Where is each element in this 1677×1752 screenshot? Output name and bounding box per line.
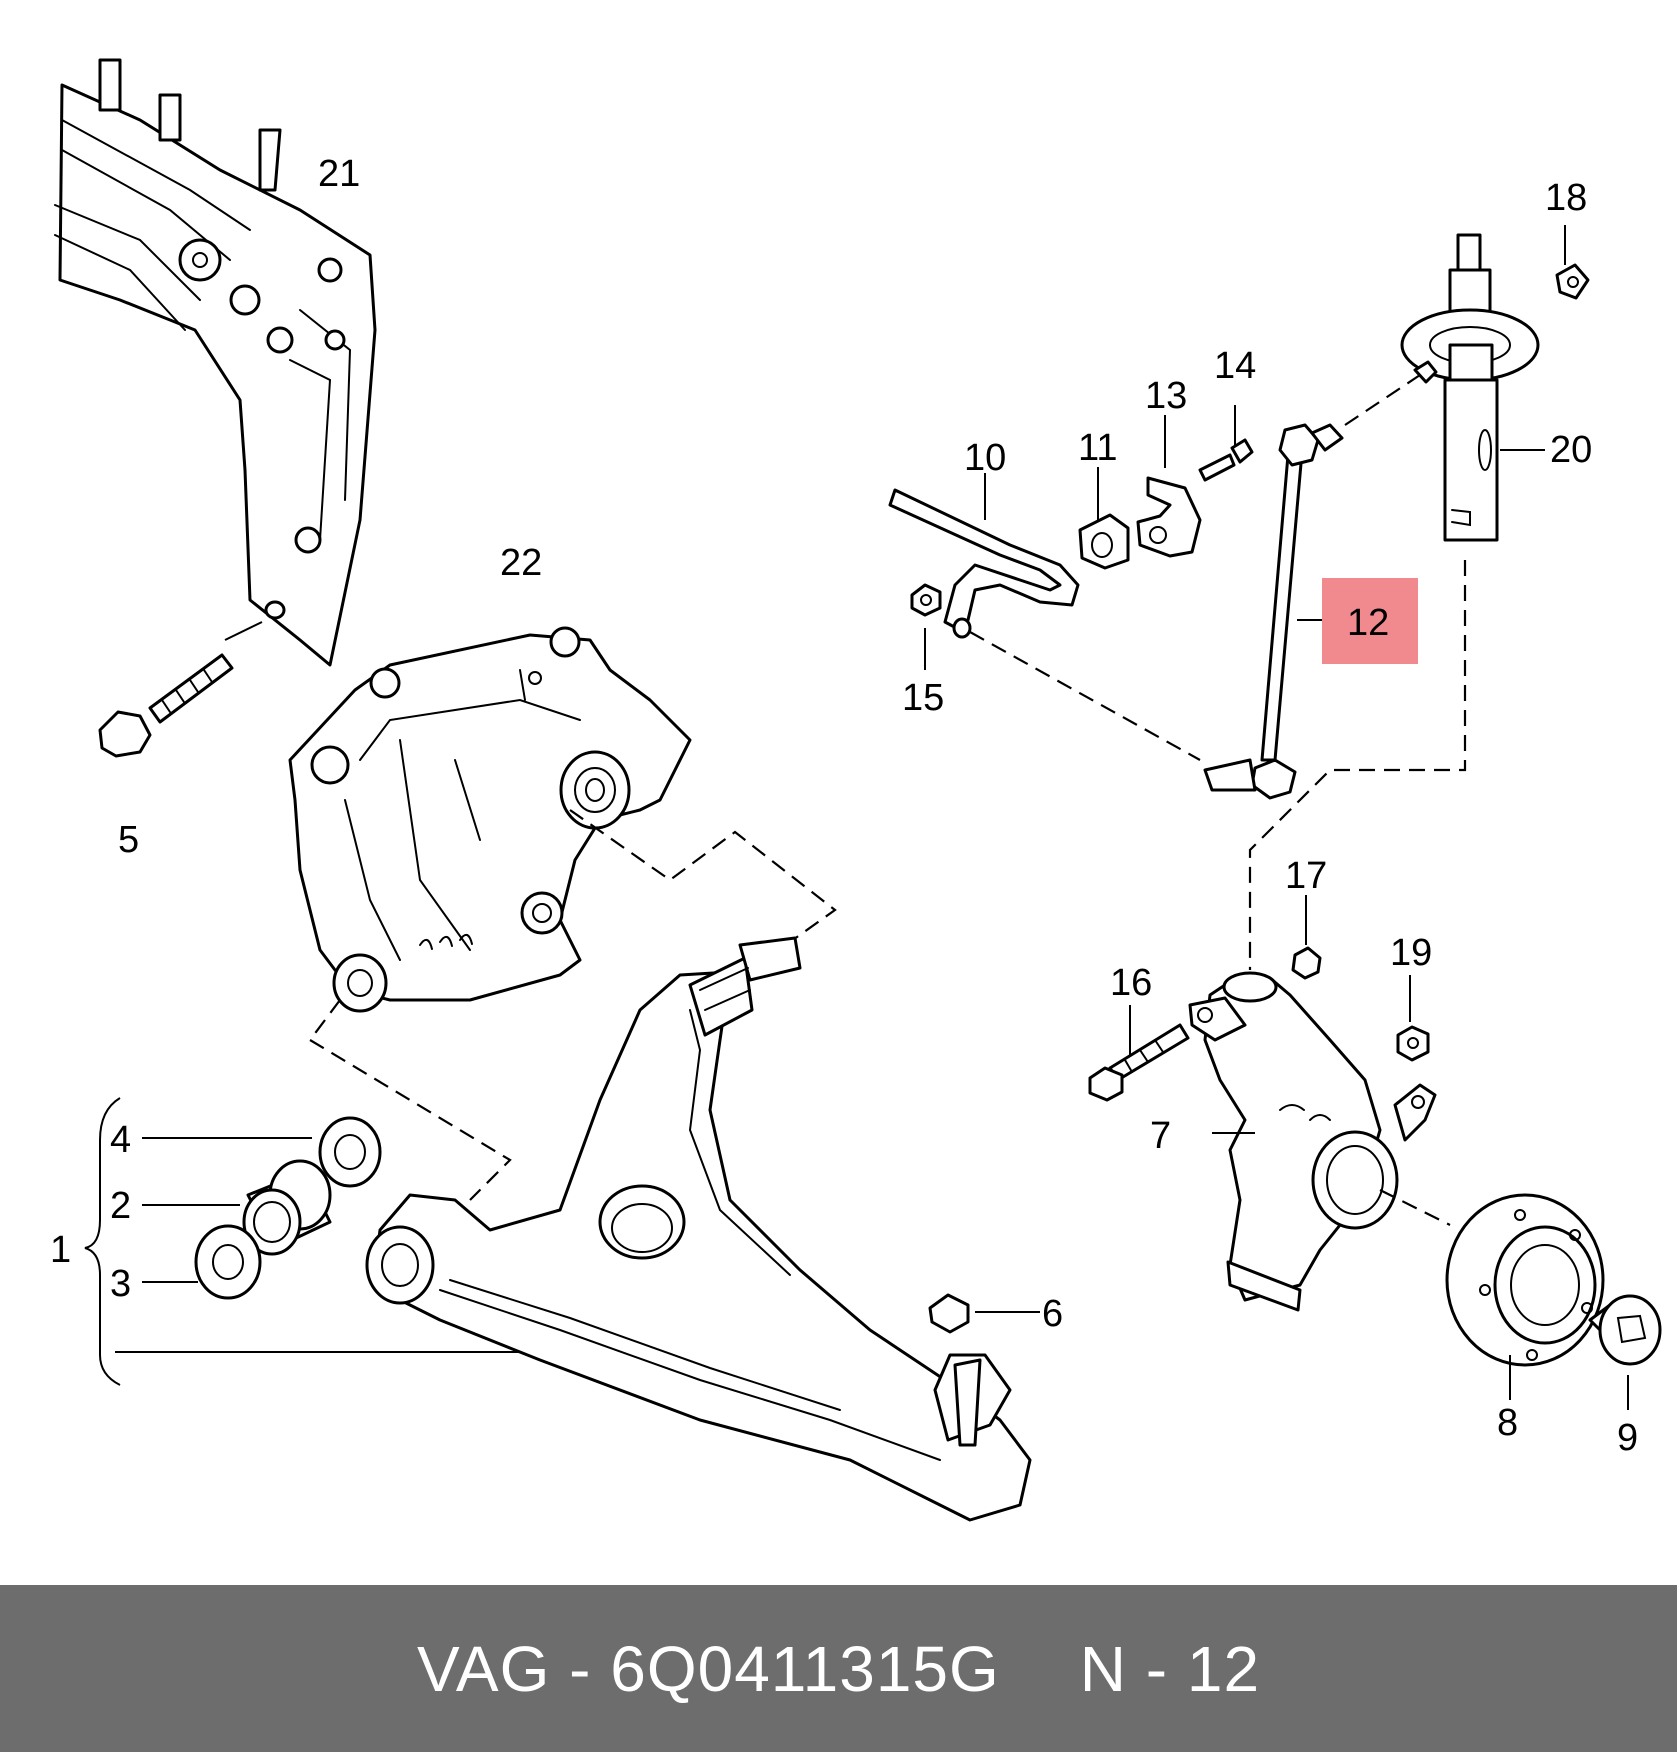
callout-4: 4 [110,1119,131,1161]
stabilizer-bush [1078,467,1130,570]
footer-bar: VAG - 6Q0411315G N - 12 [0,1585,1677,1752]
subframe-member [54,58,377,667]
callout-7: 7 [1150,1115,1171,1157]
callout-14: 14 [1214,345,1256,387]
steering-knuckle [1188,971,1437,1312]
nut-15 [910,583,942,670]
callout-21: 21 [318,153,360,195]
callout-3: 3 [110,1263,131,1305]
parts-diagram: 21 22 5 4 2 1 3 6 10 11 13 14 15 12 18 2… [50,58,1662,1522]
dashed-connector [1344,374,1421,426]
dashed-connector [1248,560,1467,970]
dashed-connector [569,809,837,943]
callout-17: 17 [1285,855,1327,897]
stabilizer-clamp [1136,405,1254,558]
dashed-connector [1379,1189,1451,1226]
bushing-set [84,1097,535,1386]
bolt-16 [1088,1005,1190,1102]
stabilizer-bar [888,473,1080,639]
wheel-hub [1445,1193,1605,1400]
part-number: VAG - 6Q0411315G [416,1632,1000,1705]
callout-labels: 21 22 5 4 2 1 3 6 10 11 13 14 15 12 18 2… [50,153,1638,1459]
nut-19 [1396,975,1430,1062]
callout-16: 16 [1110,962,1152,1004]
callout-15: 15 [902,677,944,719]
shock-absorber-strut [1400,225,1590,542]
coupling-rod [1203,423,1345,800]
callout-18: 18 [1545,177,1587,219]
lower-control-arm [365,936,1040,1522]
control-arm-bracket [288,626,692,1013]
callout-2: 2 [110,1185,131,1227]
highlight-box [1322,578,1418,664]
diagram-reference: N - 12 [1079,1632,1261,1705]
callout-10: 10 [964,437,1006,479]
callout-1: 1 [50,1229,71,1271]
callout-20: 20 [1550,429,1592,471]
dashed-connector [308,999,512,1201]
hub-bolt-9 [1588,1294,1662,1410]
callout-8: 8 [1497,1402,1518,1444]
callout-13: 13 [1145,375,1187,417]
bolt-5 [98,621,263,758]
callout-19: 19 [1390,932,1432,974]
callout-11: 11 [1078,427,1117,469]
callout-22: 22 [500,542,542,584]
nut-17 [1291,895,1322,980]
dashed-connector [969,631,1201,761]
callout-5: 5 [118,819,139,861]
callout-9: 9 [1617,1417,1638,1459]
footer-caption: VAG - 6Q0411315G N - 12 [417,1632,1260,1706]
callout-6: 6 [1042,1293,1063,1335]
callout-12: 12 [1347,602,1389,644]
parts-diagram-svg: 21 22 5 4 2 1 3 6 10 11 13 14 15 12 18 2… [50,58,1662,1522]
